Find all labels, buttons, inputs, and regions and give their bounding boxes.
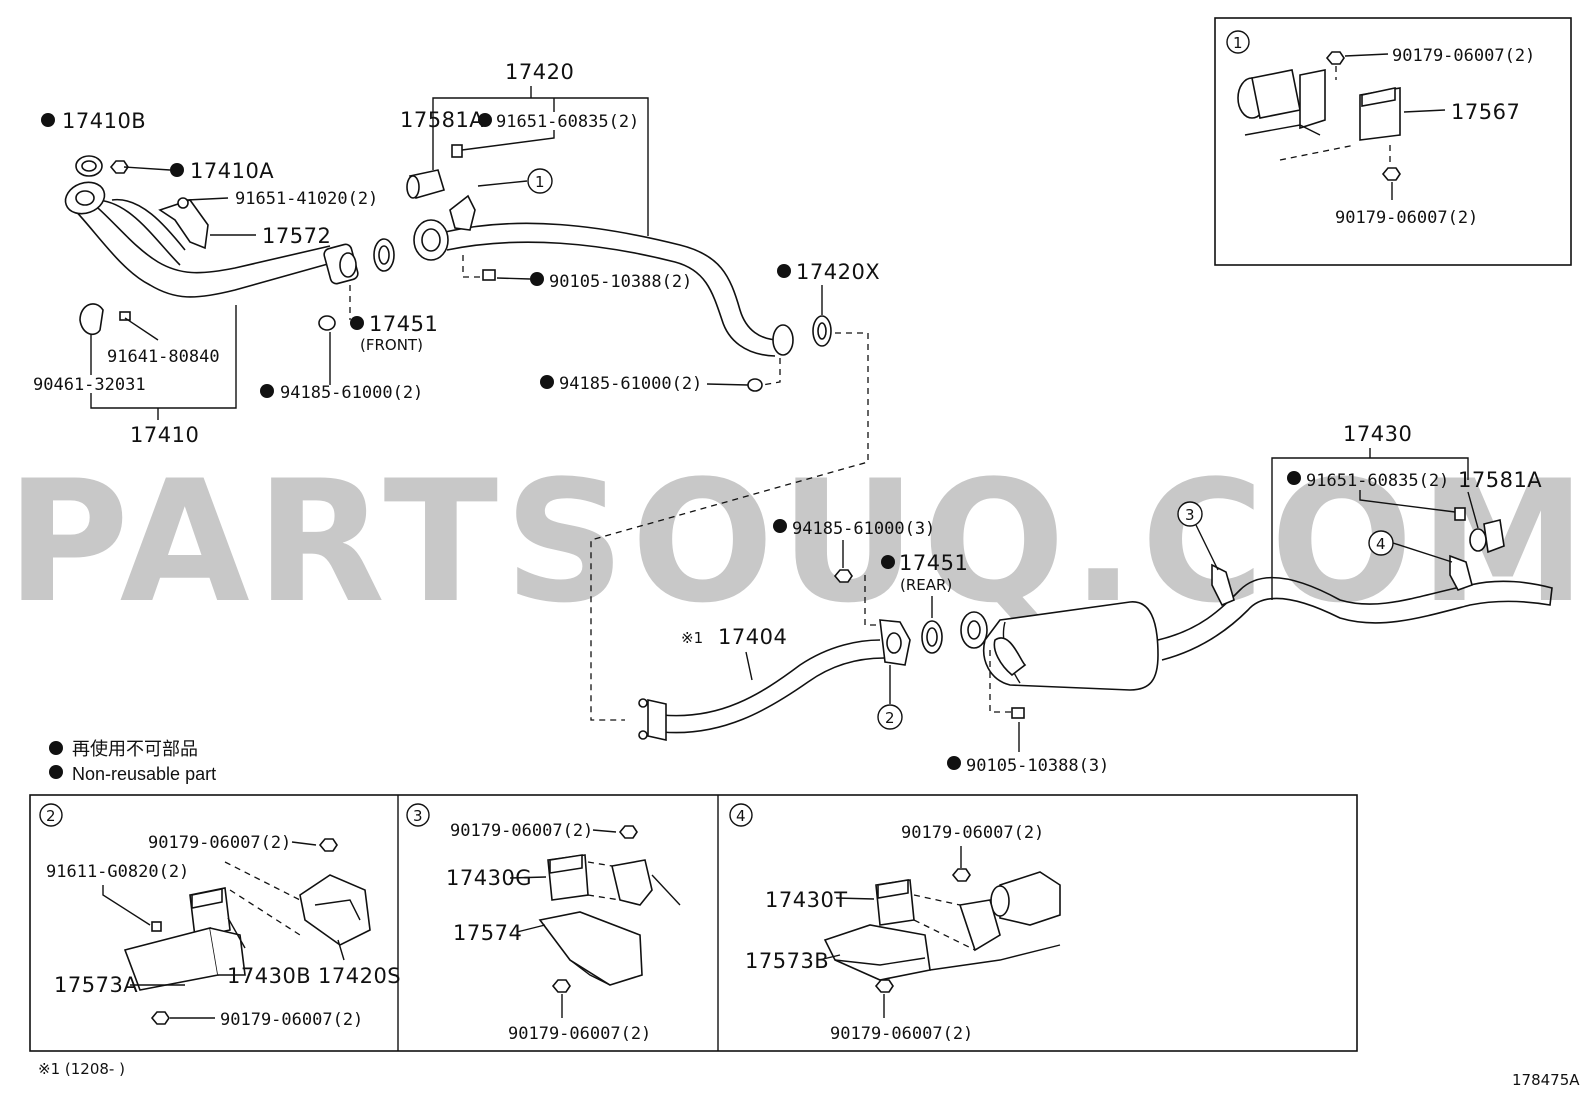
callout-3-inset: 3 [413,807,423,825]
label-17573A: 17573A [54,973,138,997]
bracket-17572[interactable] [158,197,209,250]
label-17451-rear: 17451 [899,551,968,575]
label-mark1: ※1 [681,629,703,647]
label-17420S: 17420S [318,964,401,988]
front-pipe-17410[interactable] [61,177,359,298]
callout-2-inset: 2 [46,807,56,825]
inset-1-box [1214,17,1572,266]
gasket-17451-rear[interactable] [921,620,943,654]
label-inset1-90179-top: 90179-06007(2) [1392,46,1535,66]
label-17410B: 17410B [62,109,146,133]
inset1-hanger-assembly[interactable] [1237,69,1326,136]
label-front: (FRONT) [360,336,423,354]
label-17451-front: 17451 [369,312,438,336]
inset1-mount-17567[interactable] [1359,87,1401,141]
inset4-muffler-end[interactable] [929,871,1061,971]
label-90105-10388-b: 90105-10388(3) [966,756,1109,776]
gasket-17420X[interactable] [812,315,832,347]
label-17410: 17410 [130,423,199,447]
label-90461-32031: 90461-32031 [33,375,146,395]
tail-pipe-17430[interactable] [960,519,1553,691]
bolt-90105-10388-rear[interactable] [1011,707,1025,719]
bolt-91651-60835-rear[interactable] [1454,507,1466,521]
legend-jp: 再使用不可部品 [72,739,198,759]
inset4-bracket-17573B[interactable] [823,924,931,981]
label-inset3-90179-top: 90179-06007(2) [450,821,593,841]
bottom-insets-box [29,794,1358,1052]
footnote: ※1 (1208- ) [38,1060,125,1078]
clamp-90461-32031[interactable] [79,303,104,336]
label-17567: 17567 [1451,100,1520,124]
inset1-nut-bottom[interactable] [1381,167,1401,181]
callout-4-inset: 4 [736,807,746,825]
callout-2-main: 2 [885,709,895,727]
inset3-bracket-17574[interactable] [538,911,643,986]
inset3-hanger[interactable] [611,859,681,906]
heat-insulator-17581A-top[interactable] [406,169,445,199]
label-17581A-rear: 17581A [1458,468,1542,492]
inset1-nut-top[interactable] [1325,51,1345,65]
label-91651-41020: 91651-41020(2) [235,189,378,209]
intermediate-pipe-17404[interactable] [638,619,911,741]
label-17430G: 17430G [446,866,532,890]
label-inset3-90179-bottom: 90179-06007(2) [508,1024,651,1044]
callout-4-main: 4 [1376,535,1386,553]
inset4-mount-17430T[interactable] [875,879,915,926]
label-94185-61000-b: 94185-61000(2) [559,374,702,394]
label-17573B: 17573B [745,949,829,973]
label-17430B: 17430B [227,964,311,988]
diagram-code: 178475A [1512,1071,1580,1089]
inset3-nut-top[interactable] [618,825,638,839]
label-94185-61000-c: 94185-61000(3) [792,519,935,539]
inset4-nut-top[interactable] [951,868,971,882]
callout-1-inset: 1 [1233,34,1243,52]
label-91651-60835-top: 91651-60835(2) [496,112,639,132]
center-pipe-17420[interactable] [413,194,794,357]
label-inset2-90179-bottom: 90179-06007(2) [220,1010,363,1030]
callout-1-center: 1 [535,173,545,191]
label-17430T: 17430T [765,888,848,912]
label-17581A-top: 17581A [400,108,484,132]
label-17420X: 17420X [796,260,880,284]
gasket-17410B[interactable] [75,155,103,177]
inset3-nut-bottom[interactable] [551,979,571,993]
bolt-90105-10388-center[interactable] [482,269,496,281]
legend-en: Non-reusable part [72,764,216,784]
label-94185-61000-a: 94185-61000(2) [280,383,423,403]
label-90105-10388-a: 90105-10388(2) [549,272,692,292]
inset2-nut-top[interactable] [318,838,338,852]
inset3-mount-17430G[interactable] [547,854,589,901]
label-inset2-90179-top: 90179-06007(2) [148,833,291,853]
inset2-mount-17430B[interactable] [189,887,231,938]
inset2-insulator-17420S[interactable] [299,874,371,946]
label-91641-80840: 91641-80840 [107,347,220,367]
label-91611-G0820: 91611-G0820(2) [46,862,189,882]
label-rear: (REAR) [900,576,952,594]
nut-94185-61000-center[interactable] [747,378,763,392]
label-91651-60835-rear: 91651-60835(2) [1306,471,1449,491]
label-inset4-90179-bottom: 90179-06007(2) [830,1024,973,1044]
callout-3-main: 3 [1185,506,1195,524]
inset2-bracket-17573A[interactable] [123,927,246,991]
gasket-17451-front[interactable] [373,238,395,272]
inset4-nut-bottom[interactable] [874,979,894,993]
label-17420: 17420 [505,60,574,84]
label-inset1-90179-bottom: 90179-06007(2) [1335,208,1478,228]
label-17404: 17404 [718,625,787,649]
label-17410A: 17410A [190,159,274,183]
label-inset4-90179-top: 90179-06007(2) [901,823,1044,843]
inset2-nut-bottom[interactable] [150,1011,170,1025]
watermark: PARTSOUQ.COM [6,444,1592,640]
nut-94185-61000-rear[interactable] [833,569,853,583]
bolt-91641-80840[interactable] [119,311,131,321]
inset2-bolt[interactable] [151,921,162,932]
label-17572: 17572 [262,224,331,248]
nut-94185-61000-front[interactable] [318,315,336,331]
label-17574: 17574 [453,921,522,945]
label-17430: 17430 [1343,422,1412,446]
